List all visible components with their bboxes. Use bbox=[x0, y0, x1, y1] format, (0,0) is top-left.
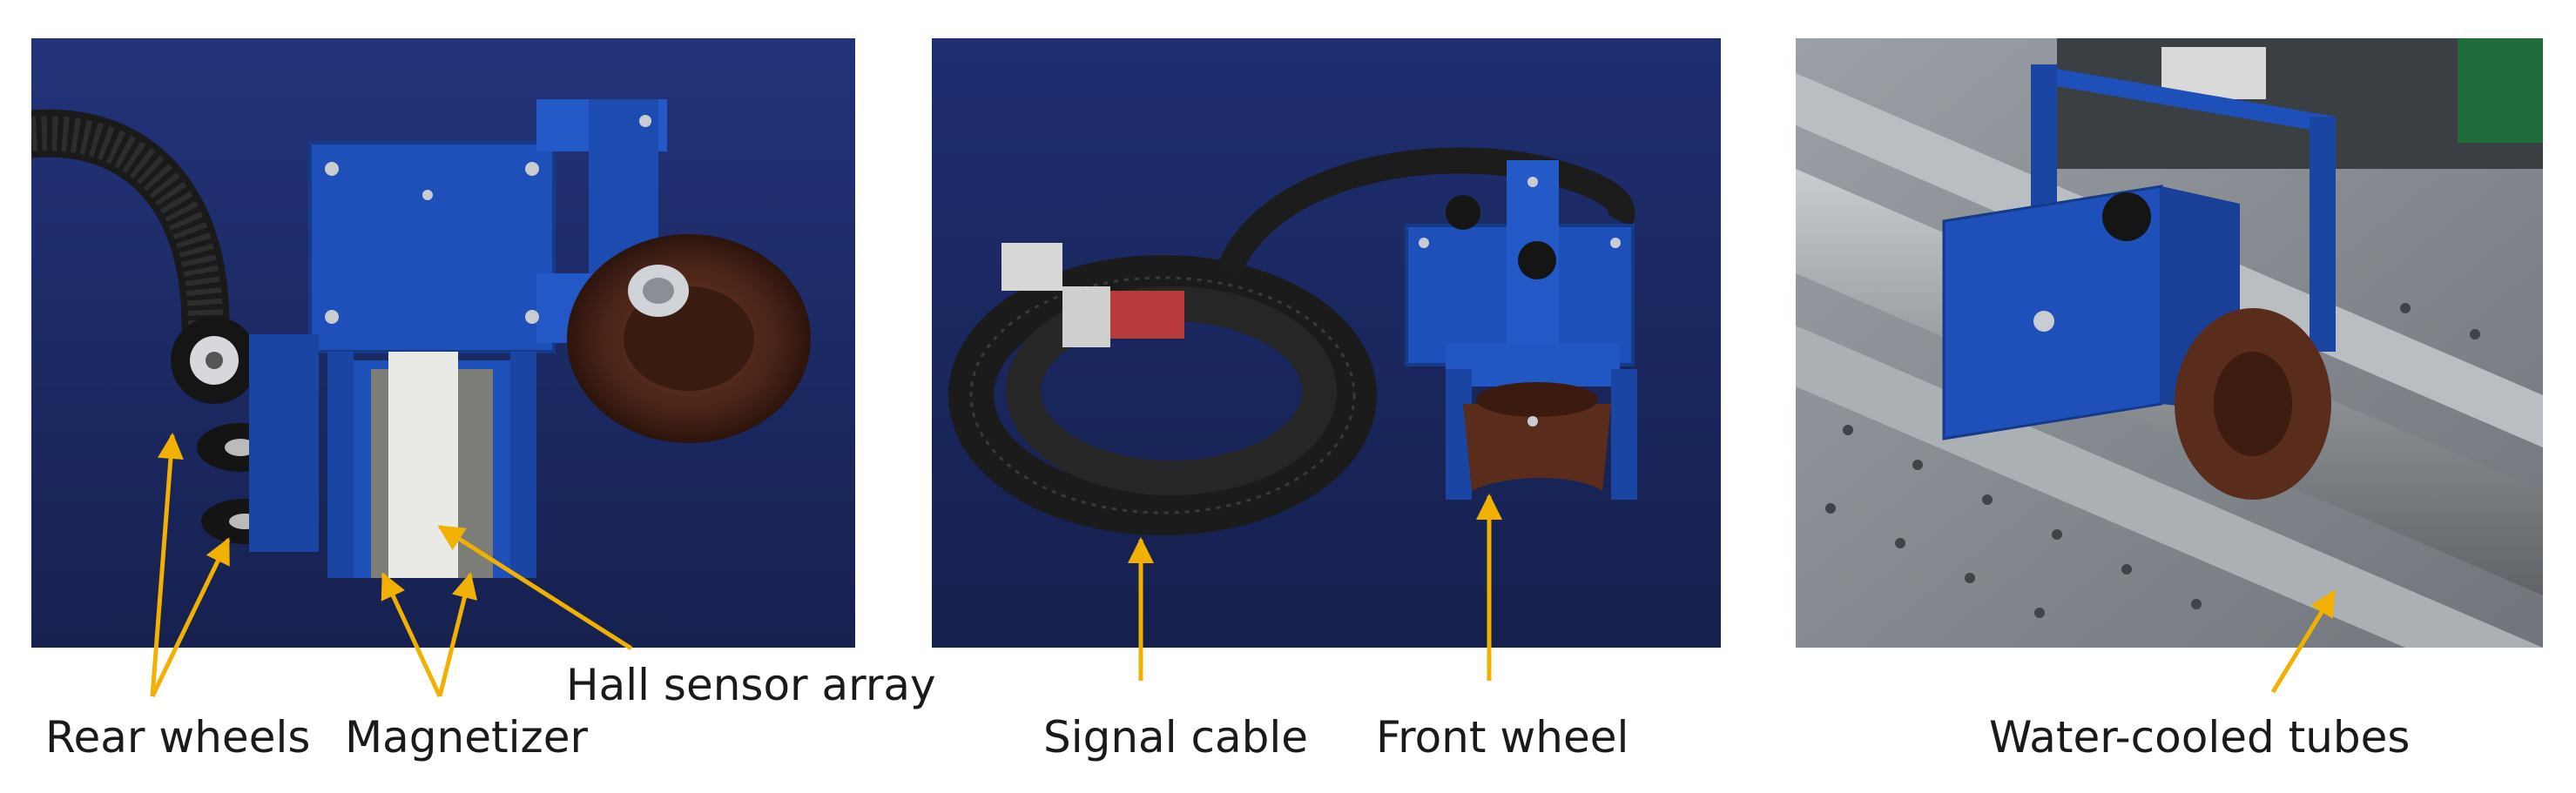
label-front-wheel: Front wheel bbox=[1376, 712, 1629, 763]
label-hall-sensor-array: Hall sensor array bbox=[566, 660, 936, 710]
label-magnetizer: Magnetizer bbox=[345, 712, 589, 763]
photo-robot-on-tubes bbox=[1796, 38, 2543, 648]
photo-robot-detail bbox=[31, 38, 855, 648]
label-water-cooled-tubes: Water-cooled tubes bbox=[1989, 712, 2411, 763]
label-signal-cable: Signal cable bbox=[1043, 712, 1309, 763]
label-rear-wheels: Rear wheels bbox=[45, 712, 311, 763]
photo-robot-with-cable bbox=[932, 38, 1721, 648]
